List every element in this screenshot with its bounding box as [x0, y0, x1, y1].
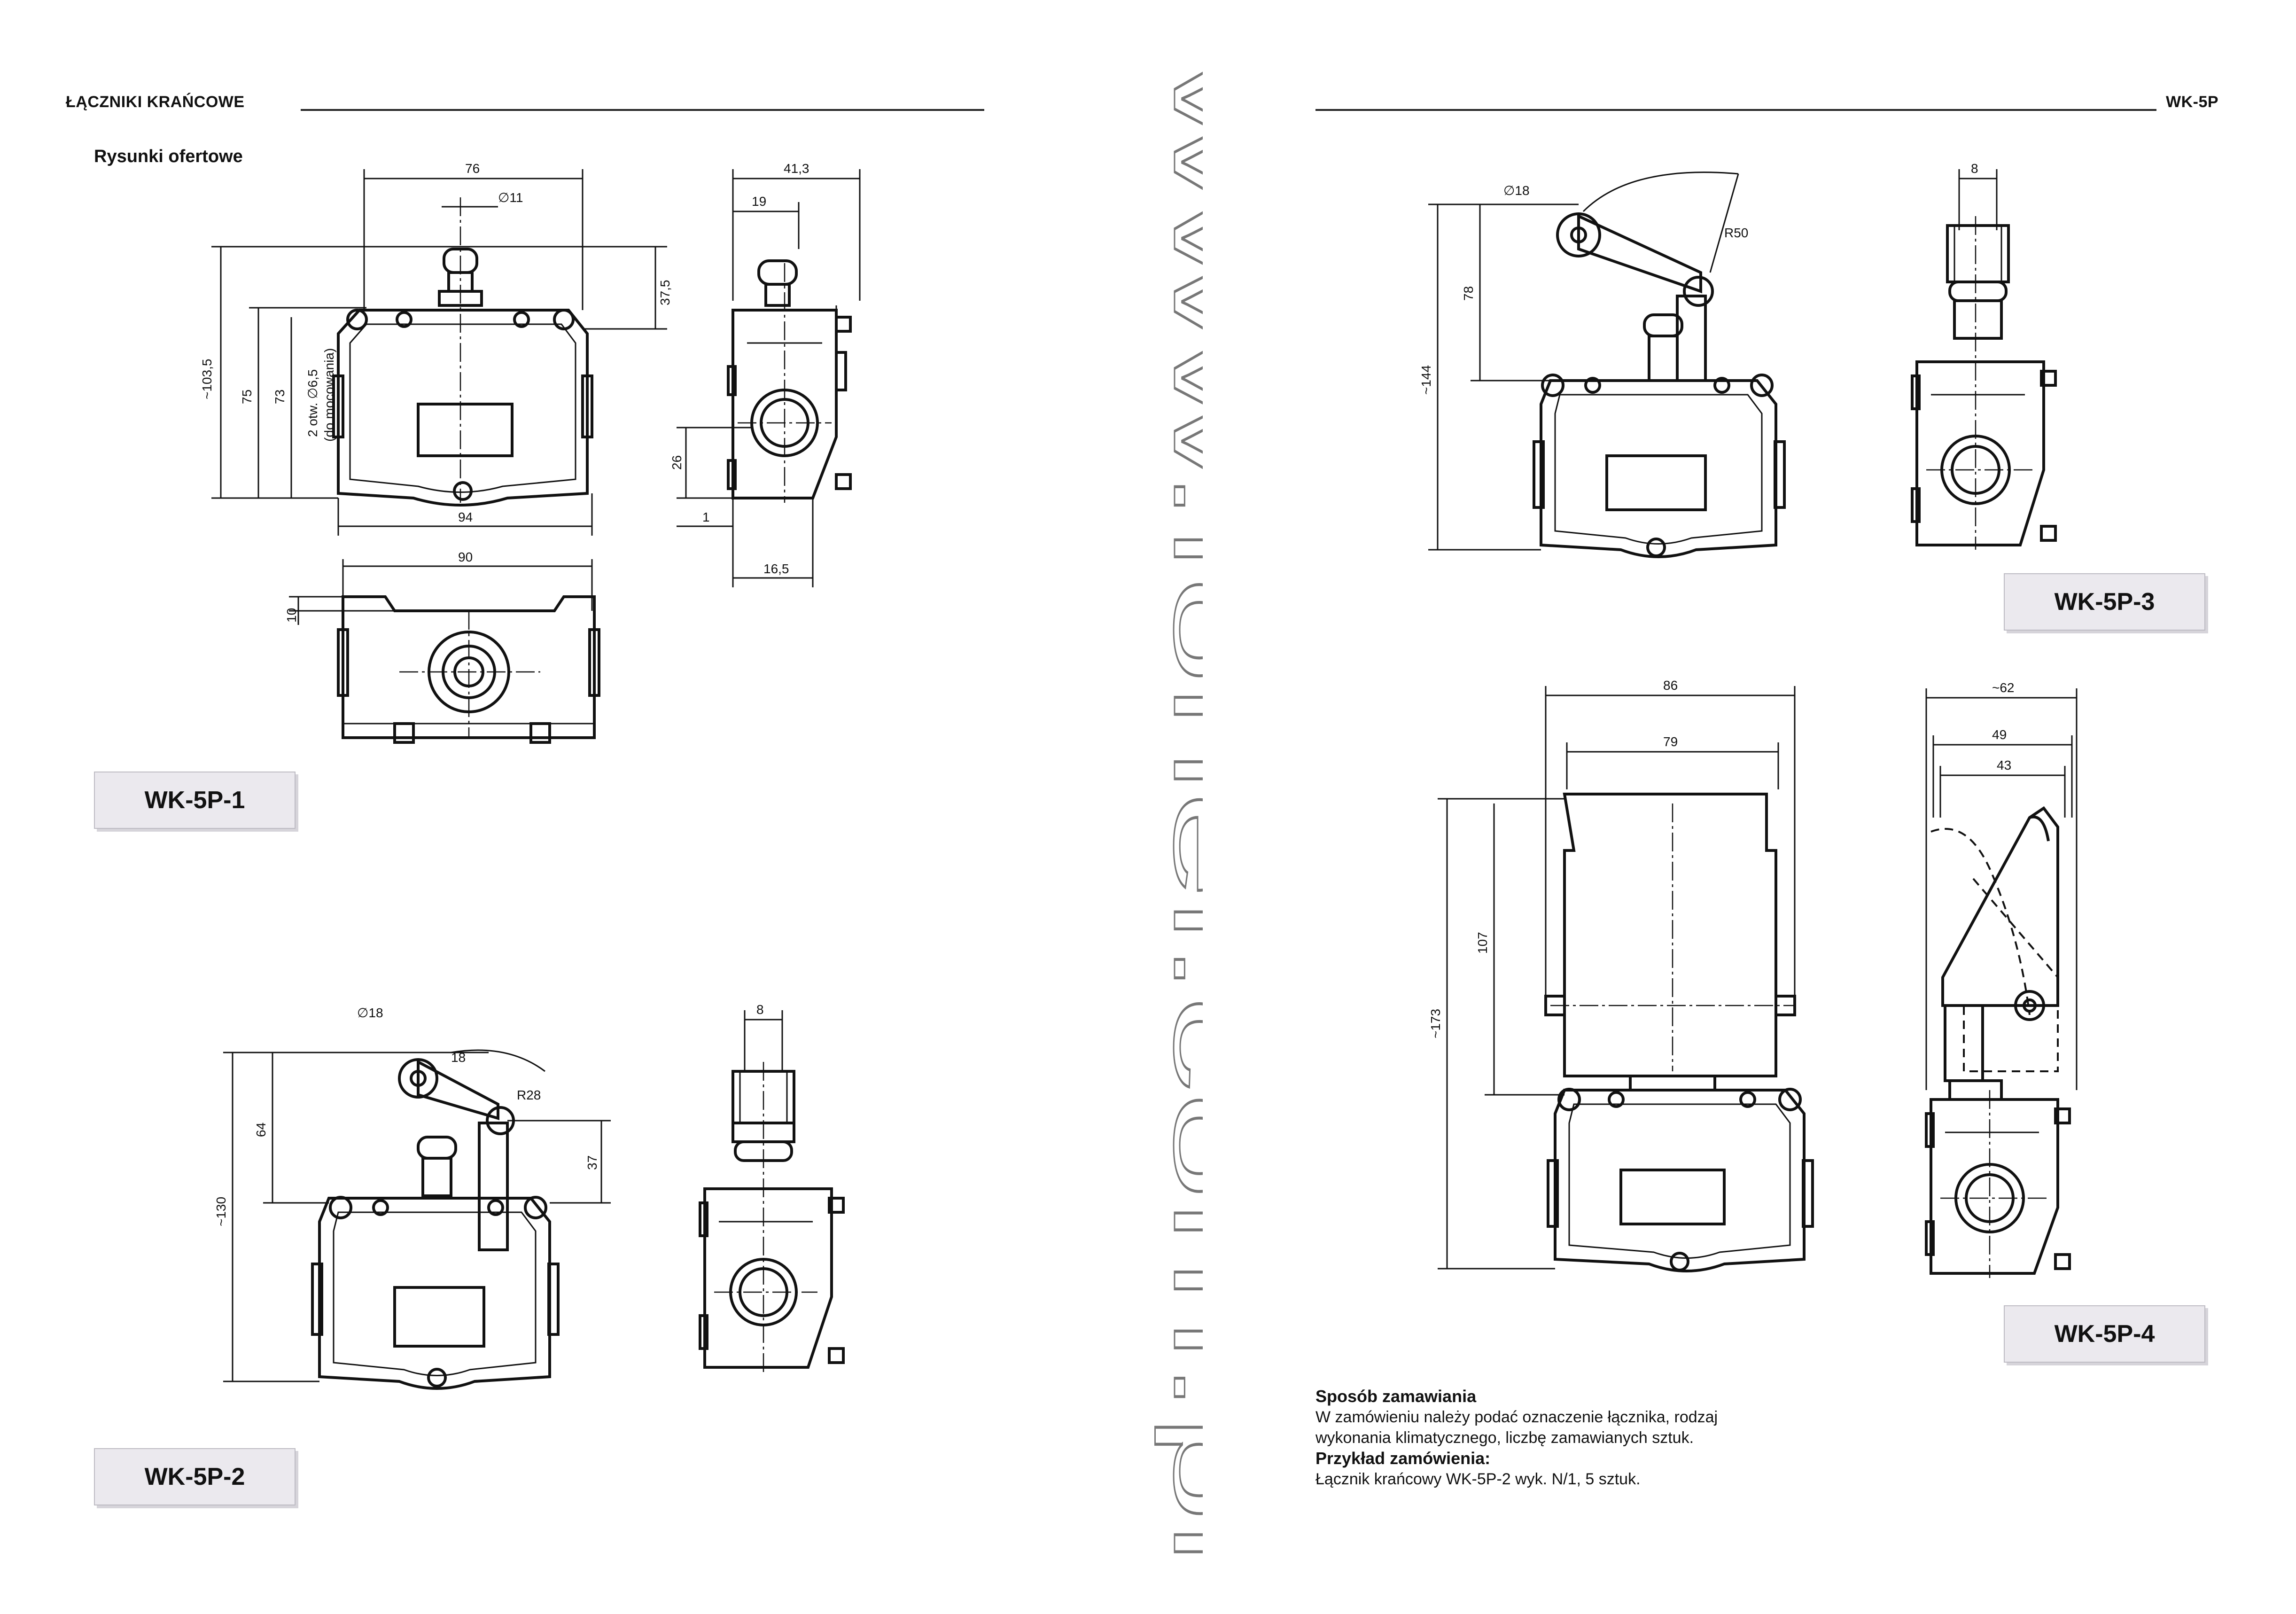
watermark: www.fonel.com.pl — [1137, 59, 1260, 1583]
svg-text:43: 43 — [1997, 758, 2011, 772]
svg-text:10: 10 — [284, 608, 299, 623]
svg-text:R28: R28 — [517, 1088, 541, 1102]
header-right-rule — [1315, 109, 2156, 111]
label-wk5p1: WK-5P-1 — [94, 772, 296, 829]
svg-text:26: 26 — [669, 455, 684, 470]
svg-text:8: 8 — [756, 1002, 764, 1017]
order-line-1: W zamówieniu należy podać oznaczenie łąc… — [1315, 1408, 1718, 1426]
svg-text:∅11: ∅11 — [498, 190, 523, 205]
wk5p1-bottom-drawing: 90 10 — [284, 550, 600, 744]
svg-text:∅18: ∅18 — [357, 1006, 383, 1020]
watermark-text: www.fonel.com.pl — [1154, 61, 1203, 1565]
wk5p1-side-drawing: 41,3 19 26 1 16,5 — [669, 161, 861, 587]
svg-text:8: 8 — [1971, 161, 1978, 176]
svg-text:16,5: 16,5 — [763, 561, 789, 576]
svg-text:76: 76 — [465, 161, 480, 176]
header-left-title: ŁĄCZNIKI KRAŃCOWE — [66, 93, 245, 111]
wk5p3-front-drawing: ∅18 R50 ~144 78 — [1419, 172, 1786, 558]
svg-text:~103,5: ~103,5 — [200, 359, 214, 399]
svg-text:41,3: 41,3 — [784, 161, 809, 176]
svg-text:64: 64 — [254, 1123, 268, 1137]
svg-text:37,5: 37,5 — [658, 280, 672, 306]
svg-text:37: 37 — [585, 1155, 599, 1170]
svg-text:90: 90 — [458, 550, 473, 564]
svg-text:78: 78 — [1461, 286, 1476, 301]
wk5p1-front-drawing: 76 ∅11 ~103,5 75 73 2 otw. ∅6,5 (do moco… — [200, 161, 672, 536]
label-wk5p2: WK-5P-2 — [94, 1448, 296, 1505]
svg-text:∅18: ∅18 — [1503, 183, 1530, 198]
svg-text:79: 79 — [1663, 734, 1678, 749]
label-wk5p4: WK-5P-4 — [2004, 1305, 2205, 1363]
order-heading: Sposób zamawiania — [1315, 1387, 1477, 1406]
svg-text:86: 86 — [1663, 678, 1678, 693]
svg-text:~130: ~130 — [214, 1197, 228, 1226]
header-left-rule — [301, 109, 984, 111]
wk5p3-side-drawing: 8 — [1911, 161, 2057, 550]
order-example-heading: Przykład zamówienia: — [1315, 1449, 1491, 1468]
section-title: Rysunki ofertowe — [94, 147, 243, 166]
wk5p4-front-drawing: 86 79 ~173 107 — [1428, 678, 1814, 1272]
wk5p2-side-drawing: 8 — [699, 1002, 845, 1372]
svg-text:R50: R50 — [1724, 226, 1748, 240]
header-right-title: WK-5P — [2166, 93, 2219, 111]
svg-text:107: 107 — [1475, 932, 1490, 954]
svg-text:2 otw. ∅6,5: 2 otw. ∅6,5 — [305, 369, 320, 437]
svg-text:73: 73 — [272, 390, 287, 404]
wk5p2-front-drawing: ∅18 18 R28 ~130 64 37 — [214, 1006, 611, 1390]
svg-text:94: 94 — [458, 510, 473, 524]
svg-text:~144: ~144 — [1419, 365, 1433, 395]
wk5p4-side-drawing: ~62 49 43 — [1925, 680, 2078, 1278]
svg-text:19: 19 — [752, 194, 766, 209]
svg-text:(do mocowania): (do mocowania) — [322, 348, 336, 442]
svg-text:~173: ~173 — [1428, 1009, 1443, 1038]
svg-text:~62: ~62 — [1992, 680, 2015, 695]
order-example: Łącznik krańcowy WK-5P-2 wyk. N/1, 5 szt… — [1315, 1470, 1641, 1488]
label-wk5p3: WK-5P-3 — [2004, 573, 2205, 631]
order-info: Sposób zamawiania W zamówieniu należy po… — [1315, 1386, 1776, 1489]
svg-text:75: 75 — [240, 390, 254, 404]
svg-text:1: 1 — [702, 510, 710, 524]
order-line-2: wykonania klimatycznego, liczbę zamawian… — [1315, 1429, 1694, 1447]
svg-text:49: 49 — [1992, 727, 2007, 742]
